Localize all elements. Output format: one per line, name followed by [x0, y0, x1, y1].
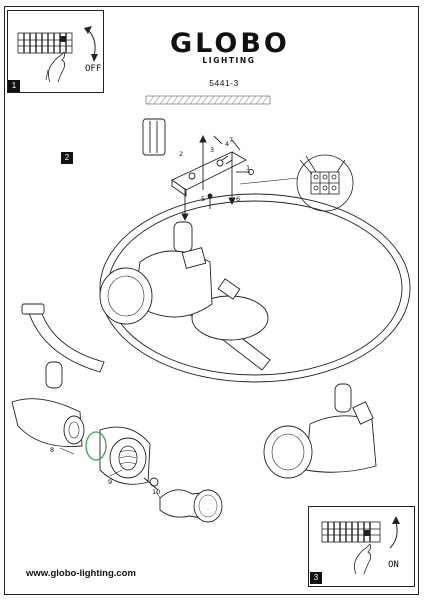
gu10-bulb — [143, 477, 223, 523]
step-1-badge: 1 — [8, 80, 20, 92]
step3-box — [308, 506, 415, 587]
part-number: 10 — [152, 488, 161, 496]
terminal-detail — [239, 154, 354, 212]
part-number: 2 — [179, 150, 184, 158]
model-number: 5441-3 — [209, 78, 239, 88]
ceiling-dowel — [142, 118, 166, 156]
switch-off-label: OFF — [85, 64, 102, 74]
brand-subtitle: LIGHTING — [202, 56, 256, 65]
brand-name: GLOBO — [170, 28, 290, 59]
part-number: 3 — [210, 146, 215, 154]
part-number: 7 — [229, 136, 234, 144]
part-number: 4 — [225, 140, 230, 148]
ring-arm-left — [21, 303, 105, 373]
part-number: 8 — [50, 446, 55, 454]
switch-on-label: ON — [388, 560, 399, 570]
right-spotlight — [263, 383, 377, 479]
step1-box — [7, 10, 104, 93]
brand-logo: GLOBO LIGHTING — [170, 28, 290, 66]
website-url: www.globo-lighting.com — [26, 568, 136, 579]
part-number: 1 — [246, 164, 251, 172]
mounting-bracket — [171, 151, 247, 197]
glass-ring-green — [85, 431, 107, 461]
step-2-badge: 2 — [61, 152, 73, 164]
step-3-badge: 3 — [310, 572, 322, 584]
center-spotlight — [99, 221, 271, 371]
part-number: 6 — [236, 195, 241, 203]
page-border — [4, 6, 419, 595]
hatch-strip — [145, 95, 271, 105]
part-number: 9 — [108, 478, 113, 486]
left-spotlight-exploded — [11, 361, 151, 485]
part-number: 5 — [201, 195, 206, 203]
